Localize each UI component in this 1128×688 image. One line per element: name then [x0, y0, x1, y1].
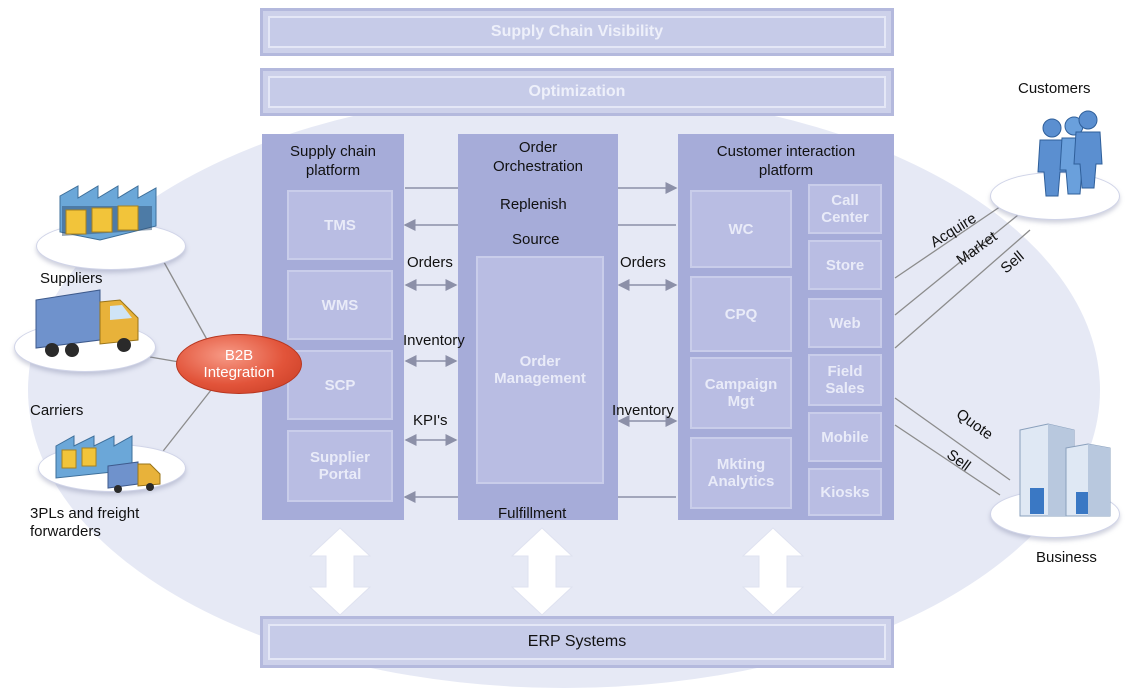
supply-erp-double-arrow [308, 527, 372, 616]
customers-people-icon [1037, 110, 1103, 197]
optimization-bar: Optimization [260, 68, 894, 116]
module-tms[interactable]: TMS [287, 190, 393, 260]
channel-field-sales[interactable]: Field Sales [808, 354, 882, 406]
module-cpq[interactable]: CPQ [690, 276, 792, 352]
3pl-link [159, 384, 216, 456]
sell-top-link [894, 229, 1031, 349]
fulfillment-label: Fulfillment [498, 505, 567, 522]
3pl-label: 3PLs and freight forwarders [30, 505, 140, 540]
module-scp[interactable]: SCP [287, 350, 393, 420]
inventory-right-label: Inventory [612, 402, 674, 419]
supplier-link [159, 254, 211, 346]
customers-label: Customers [1018, 80, 1091, 97]
order-orchestration-title: Order Orchestration [492, 139, 584, 175]
kpis-label: KPI's [413, 412, 448, 429]
business-label: Business [1036, 549, 1097, 566]
orders-left-label: Orders [407, 254, 453, 271]
channel-store[interactable]: Store [808, 240, 882, 290]
supply-chain-visibility-bar: Supply Chain Visibility [260, 8, 894, 56]
order-erp-double-arrow [510, 527, 574, 616]
inventory-left-label: Inventory [403, 332, 465, 349]
acquire-link [894, 199, 1011, 279]
channel-mobile[interactable]: Mobile [808, 412, 882, 462]
replenish-label: Replenish [500, 196, 567, 213]
connector-layer [149, 182, 1031, 616]
module-supplier-portal[interactable]: Supplier Portal [287, 430, 393, 502]
channel-call-center[interactable]: Call Center [808, 184, 882, 234]
visibility-label: Supply Chain Visibility [490, 23, 664, 40]
quote-link [894, 397, 1011, 481]
suppliers-factory-icon [59, 185, 157, 241]
channel-web[interactable]: Web [808, 298, 882, 348]
suppliers-label: Suppliers [40, 270, 103, 287]
channel-kiosks[interactable]: Kiosks [808, 468, 882, 516]
erp-label: ERP Systems [527, 633, 627, 650]
truck-icon [35, 289, 139, 357]
orders-right-label: Orders [620, 254, 666, 271]
b2b-integration-node[interactable]: B2B Integration [176, 334, 302, 394]
business-buildings-icon [1019, 423, 1111, 517]
customer-erp-double-arrow [741, 527, 805, 616]
order-management-box[interactable]: Order Management [476, 256, 604, 484]
b2b-label: B2B Integration [203, 347, 275, 381]
optimization-label: Optimization [528, 83, 626, 100]
source-label: Source [512, 231, 560, 248]
module-mkting-analytics[interactable]: Mkting Analytics [690, 437, 792, 509]
module-wc[interactable]: WC [690, 190, 792, 268]
warehouse-truck-icon [55, 435, 161, 493]
erp-systems-bar: ERP Systems [260, 616, 894, 668]
module-wms[interactable]: WMS [287, 270, 393, 340]
sell-bottom-link [894, 424, 1001, 496]
module-campaign-mgt[interactable]: Campaign Mgt [690, 357, 792, 429]
supply-chain-platform-title: Supply chain platform [290, 143, 376, 179]
customer-platform-title: Customer interaction platform [716, 143, 856, 179]
market-link [894, 214, 1019, 316]
carriers-label: Carriers [30, 402, 84, 419]
